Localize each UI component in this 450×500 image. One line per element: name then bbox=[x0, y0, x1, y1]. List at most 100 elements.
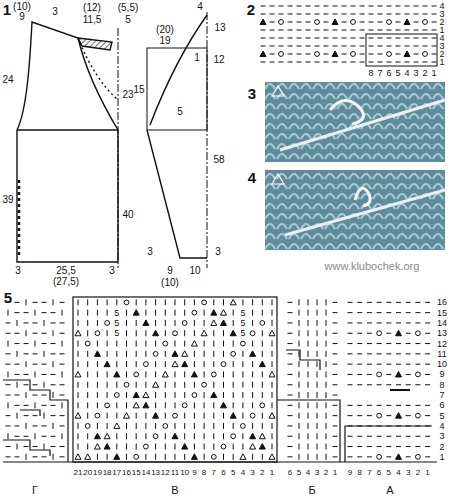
knit-stitch bbox=[136, 351, 137, 357]
chart-label: 2 bbox=[416, 469, 420, 477]
purl-stitch bbox=[396, 22, 401, 23]
knit-stitch bbox=[17, 320, 18, 326]
purl-stitch bbox=[348, 364, 353, 365]
knit-stitch bbox=[317, 341, 318, 347]
chart-label: 6 bbox=[386, 69, 391, 78]
purl-stitch bbox=[33, 322, 38, 323]
chart-label: 8 bbox=[357, 469, 361, 477]
purl-stitch bbox=[60, 425, 65, 426]
yarn-over bbox=[377, 454, 382, 459]
yarn-over bbox=[202, 382, 207, 387]
decrease-symbol bbox=[133, 310, 139, 316]
purl-stitch bbox=[315, 30, 320, 31]
purl-stitch bbox=[15, 302, 20, 303]
chart-label: 20 bbox=[83, 469, 92, 477]
chart-label: 5 bbox=[114, 329, 119, 338]
yarn-over bbox=[173, 413, 178, 418]
decrease-symbol bbox=[396, 454, 402, 460]
knit-stitch bbox=[155, 402, 156, 408]
purl-stitch bbox=[15, 405, 20, 406]
chart-label: 13 bbox=[151, 469, 160, 477]
knit-stitch bbox=[308, 382, 309, 388]
knit-stitch bbox=[26, 361, 27, 367]
knit-stitch bbox=[308, 392, 309, 398]
knit-stitch bbox=[308, 310, 309, 316]
purl-stitch bbox=[415, 364, 420, 365]
knit-stitch bbox=[194, 423, 195, 429]
purl-stitch bbox=[333, 425, 338, 426]
purl-stitch bbox=[360, 14, 365, 15]
purl-stitch bbox=[288, 14, 293, 15]
chart-label: 14 bbox=[437, 318, 447, 327]
purl-stitch bbox=[406, 384, 411, 385]
knit-stitch bbox=[272, 310, 273, 316]
yarn-over bbox=[124, 382, 129, 387]
knit-stitch bbox=[126, 361, 127, 367]
figure-number: 2 bbox=[247, 2, 255, 17]
purl-stitch bbox=[60, 415, 65, 416]
yarn-over bbox=[182, 321, 187, 326]
knit-stitch bbox=[62, 402, 63, 408]
purl-stitch bbox=[324, 46, 329, 47]
knit-stitch bbox=[252, 341, 253, 347]
purl-stitch bbox=[432, 22, 437, 23]
decrease-symbol bbox=[114, 454, 120, 460]
chart-label: 8 bbox=[202, 469, 206, 477]
knit-stitch bbox=[204, 423, 205, 429]
knit-stitch bbox=[44, 320, 45, 326]
purl-stitch bbox=[348, 322, 353, 323]
purl-stitch bbox=[396, 405, 401, 406]
knit-stitch bbox=[213, 382, 214, 388]
knit-stitch bbox=[184, 371, 185, 377]
knit-stitch bbox=[252, 382, 253, 388]
knit-stitch bbox=[97, 402, 98, 408]
knit-stitch bbox=[299, 351, 300, 357]
knit-stitch bbox=[35, 433, 36, 439]
chart-label: 25,5 bbox=[56, 266, 75, 276]
chart-label: 19 bbox=[93, 469, 102, 477]
open-triangle bbox=[75, 371, 81, 377]
purl-stitch bbox=[367, 302, 372, 303]
knit-stitch bbox=[155, 371, 156, 377]
knit-stitch bbox=[8, 402, 9, 408]
knit-stitch bbox=[204, 392, 205, 398]
purl-stitch bbox=[6, 446, 11, 447]
purl-stitch bbox=[51, 446, 56, 447]
yarn-over bbox=[95, 413, 100, 418]
knit-stitch bbox=[17, 413, 18, 419]
purl-stitch bbox=[425, 436, 430, 437]
chart-label: В bbox=[171, 485, 178, 496]
purl-stitch bbox=[357, 374, 362, 375]
purl-stitch bbox=[367, 353, 372, 354]
purl-stitch bbox=[423, 14, 428, 15]
knit-stitch bbox=[175, 402, 176, 408]
purl-stitch bbox=[15, 395, 20, 396]
purl-stitch bbox=[386, 343, 391, 344]
purl-stitch bbox=[288, 374, 293, 375]
yarn-over bbox=[416, 454, 421, 459]
knit-stitch bbox=[204, 320, 205, 326]
purl-stitch bbox=[333, 322, 338, 323]
knit-stitch bbox=[165, 320, 166, 326]
open-triangle bbox=[75, 413, 81, 419]
knit-stitch bbox=[326, 454, 327, 460]
yarn-over bbox=[221, 444, 226, 449]
purl-stitch bbox=[24, 415, 29, 416]
knit-stitch bbox=[97, 341, 98, 347]
purl-stitch bbox=[24, 436, 29, 437]
knit-stitch bbox=[299, 341, 300, 347]
knit-stitch bbox=[272, 392, 273, 398]
purl-stitch bbox=[357, 415, 362, 416]
purl-stitch bbox=[351, 30, 356, 31]
purl-stitch bbox=[369, 54, 374, 55]
purl-stitch bbox=[387, 6, 392, 7]
decrease-symbol bbox=[172, 351, 178, 357]
purl-stitch bbox=[333, 446, 338, 447]
knit-stitch bbox=[165, 454, 166, 460]
knit-stitch bbox=[97, 423, 98, 429]
open-triangle bbox=[94, 444, 100, 450]
knit-stitch bbox=[116, 299, 117, 305]
purl-stitch bbox=[367, 436, 372, 437]
purl-stitch bbox=[348, 374, 353, 375]
knit-stitch bbox=[317, 382, 318, 388]
